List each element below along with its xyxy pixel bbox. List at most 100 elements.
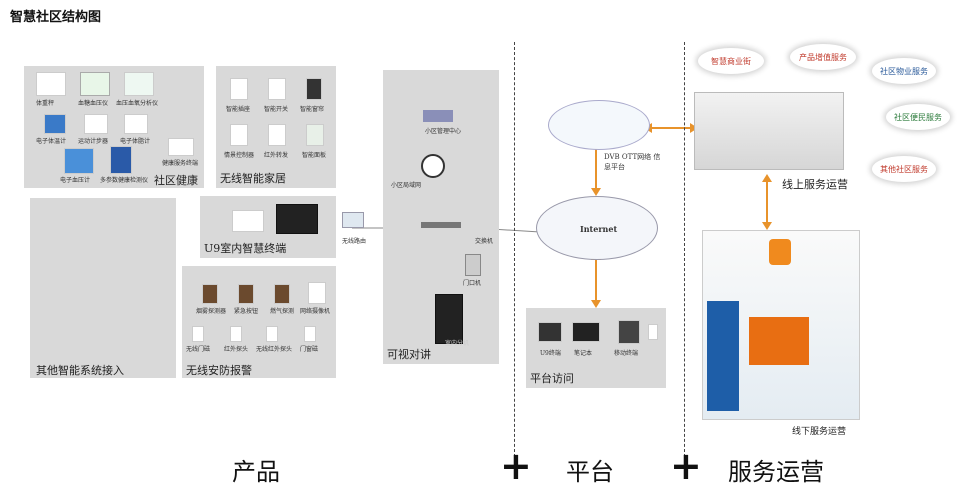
device-mobile — [618, 320, 640, 344]
device-ir-probe — [230, 326, 242, 342]
device-label: 多参数健康检测仪 — [100, 177, 149, 184]
device-laptop — [572, 322, 600, 342]
intercom-panel: 小区管理中心 小区局域网 交换机 门口机 室内分机 可视对讲 — [383, 70, 499, 364]
switch-icon — [421, 222, 461, 228]
device-label: 运动计步器 — [78, 138, 109, 145]
page-title: 智慧社区结构图 — [10, 10, 102, 25]
plus-icon: + — [670, 444, 702, 488]
device-label: 情景控制器 — [224, 152, 255, 159]
security-panel-label: 无线安防报警 — [186, 364, 252, 377]
intercom-panel-label: 可视对讲 — [387, 348, 431, 361]
device-pedometer — [84, 114, 108, 134]
reception-desk — [749, 317, 809, 365]
door-station-icon — [465, 254, 481, 276]
network-switch-icon — [421, 154, 445, 178]
device-bp-monitor — [64, 148, 94, 174]
door-station-label: 门口机 — [463, 280, 482, 287]
device-phone — [648, 324, 658, 340]
online-service-label: 线上服务运营 — [782, 178, 848, 191]
device-label: 健康服务终端 — [162, 160, 199, 167]
switch-label: 交换机 — [475, 238, 494, 245]
indoor-terminal-panel: U9室内智慧终端 — [200, 196, 336, 258]
device-scale — [36, 72, 66, 96]
management-center-label: 小区管理中心 — [425, 128, 462, 135]
bubble-product-value: 产品增值服务 — [790, 44, 856, 70]
router-icon — [342, 212, 364, 228]
indoor-unit-label: 室内分机 — [445, 340, 470, 347]
device-ir-transmitter — [268, 124, 286, 146]
device-smart-panel — [306, 124, 324, 146]
device-emergency-button — [238, 284, 254, 304]
smarthome-panel-label: 无线智能家居 — [220, 172, 286, 185]
device-label: 体重秤 — [36, 100, 55, 107]
offline-service-label: 线下服务运营 — [792, 427, 847, 437]
internet-cloud — [536, 196, 658, 260]
device-wireless-ir-probe — [266, 326, 278, 342]
device-scene-controller — [230, 124, 248, 146]
platform-access-panel: U9终端 笔记本 移动终端 平台访问 — [526, 308, 666, 388]
device-network-camera — [308, 282, 326, 304]
device-multi-param — [110, 146, 132, 174]
device-label: 智能面板 — [302, 152, 327, 159]
device-label: 烟雾探测器 — [196, 308, 227, 315]
device-wireless-door-sensor — [192, 326, 204, 342]
device-label: 电子体脂计 — [120, 138, 151, 145]
divider-right — [684, 42, 685, 462]
health-panel: 体重秤 血糖血压仪 血压血氧分析仪 电子体温计 运动计步器 电子体脂计 电子血压… — [24, 66, 204, 188]
bottom-products-label: 产品 — [232, 458, 280, 486]
device-u9-terminal — [538, 322, 562, 342]
device-thermometer — [44, 114, 66, 134]
device-bodyfat — [124, 114, 148, 134]
dvb-cloud-label: DVB OTT网络 信息平台 — [604, 153, 661, 171]
device-label: 笔记本 — [574, 350, 593, 357]
platform-access-label: 平台访问 — [530, 372, 574, 385]
bottom-platform-label: 平台 — [566, 458, 614, 486]
indoor-terminal-label: U9室内智慧终端 — [204, 242, 287, 255]
device-label: 移动终端 — [614, 350, 639, 357]
bubble-convenience-service: 社区便民服务 — [886, 104, 950, 130]
device-label: 智能窗帘 — [300, 106, 325, 113]
device-window-sensor — [304, 326, 316, 342]
bottom-service-label: 服务运营 — [728, 458, 824, 486]
internet-label: Internet — [580, 224, 618, 234]
device-label: 网络摄像机 — [300, 308, 331, 315]
device-smart-curtain — [306, 78, 322, 100]
device-smoke-detector — [202, 284, 218, 304]
device-bp-analyzer — [124, 72, 154, 96]
online-service-image — [694, 92, 844, 170]
health-panel-label: 社区健康 — [154, 174, 198, 187]
device-smart-switch — [268, 78, 286, 100]
management-center-icon — [423, 110, 453, 122]
divider-left — [514, 42, 515, 462]
device-label: 血糖血压仪 — [78, 100, 109, 107]
device-glucose — [80, 72, 110, 96]
bubble-other-service: 其他社区服务 — [872, 156, 936, 182]
device-label: U9终端 — [540, 350, 561, 357]
offline-service-image — [702, 230, 860, 420]
device-health-terminal — [168, 138, 194, 156]
device-label: 无线红外探头 — [256, 346, 293, 353]
device-label: 电子血压计 — [60, 177, 91, 184]
device-smart-socket — [230, 78, 248, 100]
dvb-cloud — [548, 100, 650, 150]
device-label: 门窗磁 — [300, 346, 319, 353]
other-systems-label: 其他智能系统接入 — [36, 364, 124, 377]
device-label: 血压血氧分析仪 — [116, 100, 159, 107]
device-gas-detector — [274, 284, 290, 304]
other-systems-panel: 其他智能系统接入 — [30, 198, 176, 378]
bubble-property-service: 社区物业服务 — [872, 58, 936, 84]
service-wall-left — [707, 301, 739, 411]
device-label: 红外探头 — [224, 346, 249, 353]
router-label: 无线路由 — [342, 238, 367, 245]
logo-icon — [769, 239, 791, 265]
device-label: 红外转发 — [264, 152, 289, 159]
plus-icon: + — [500, 444, 532, 488]
device-label: 燃气探测 — [270, 308, 295, 315]
security-panel: 烟雾探测器 紧急按钮 燃气探测 网络摄像机 无线门磁 红外探头 无线红外探头 门… — [182, 266, 336, 378]
smarthome-panel: 智能插座 智能开关 智能窗帘 情景控制器 红外转发 智能面板 无线智能家居 — [216, 66, 336, 188]
lan-label: 小区局域网 — [391, 182, 422, 189]
device-indoor-screen — [276, 204, 318, 234]
device-label: 电子体温计 — [36, 138, 67, 145]
device-label: 紧急按钮 — [234, 308, 259, 315]
device-label: 无线门磁 — [186, 346, 211, 353]
